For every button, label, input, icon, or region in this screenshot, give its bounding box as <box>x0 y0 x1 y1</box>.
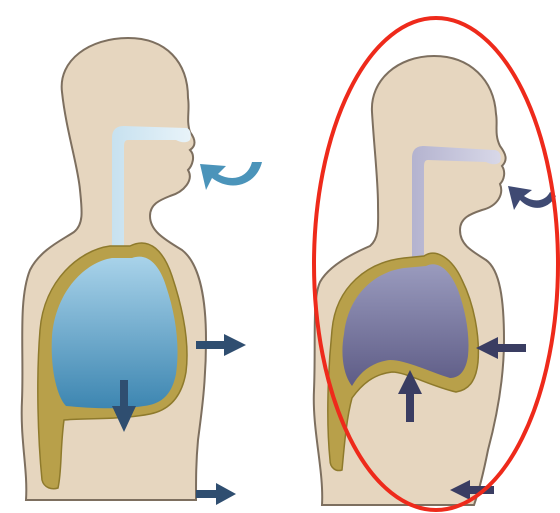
air-out-arrow <box>508 186 556 210</box>
air-in-arrow <box>200 162 262 190</box>
abdomen-out-arrow <box>196 483 236 505</box>
inhalation-panel <box>22 38 262 505</box>
